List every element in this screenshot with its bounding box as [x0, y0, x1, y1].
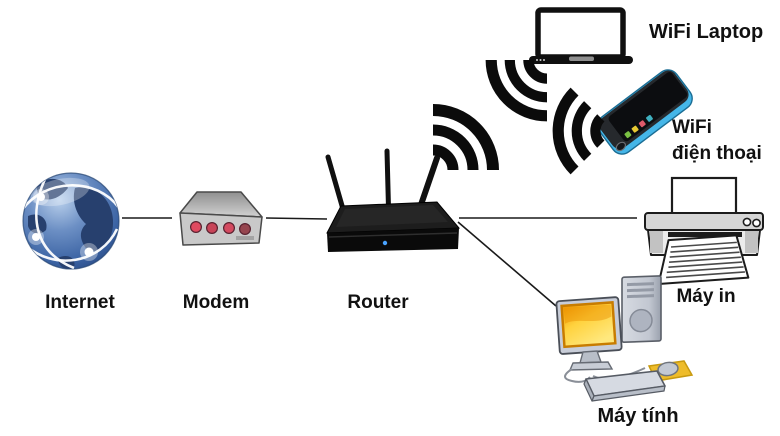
router-icon	[325, 148, 461, 252]
internet-label: Internet	[45, 292, 115, 313]
desktop-computer-icon	[555, 275, 694, 402]
laptop-icon	[529, 7, 633, 64]
wifi-phone-label-line2: điện thoại	[672, 143, 762, 164]
wifi-phone-label-line1: WiFi	[672, 117, 712, 138]
printer-label: Máy in	[676, 286, 736, 307]
smartphone-icon	[597, 69, 693, 155]
modem-label: Modem	[182, 292, 250, 313]
computer-label: Máy tính	[597, 405, 679, 427]
router-label: Router	[347, 292, 409, 313]
link-modem-router	[265, 217, 328, 220]
printer-icon	[644, 176, 764, 285]
globe-icon	[22, 172, 120, 270]
wifi-laptop-label: WiFi Laptop	[649, 21, 764, 43]
modem-icon	[179, 191, 263, 246]
connection-lines	[122, 217, 637, 307]
wifi-signal-icon-laptop	[491, 60, 547, 116]
wifi-signal-icon-router	[433, 110, 493, 170]
link-router-computer	[457, 221, 557, 307]
